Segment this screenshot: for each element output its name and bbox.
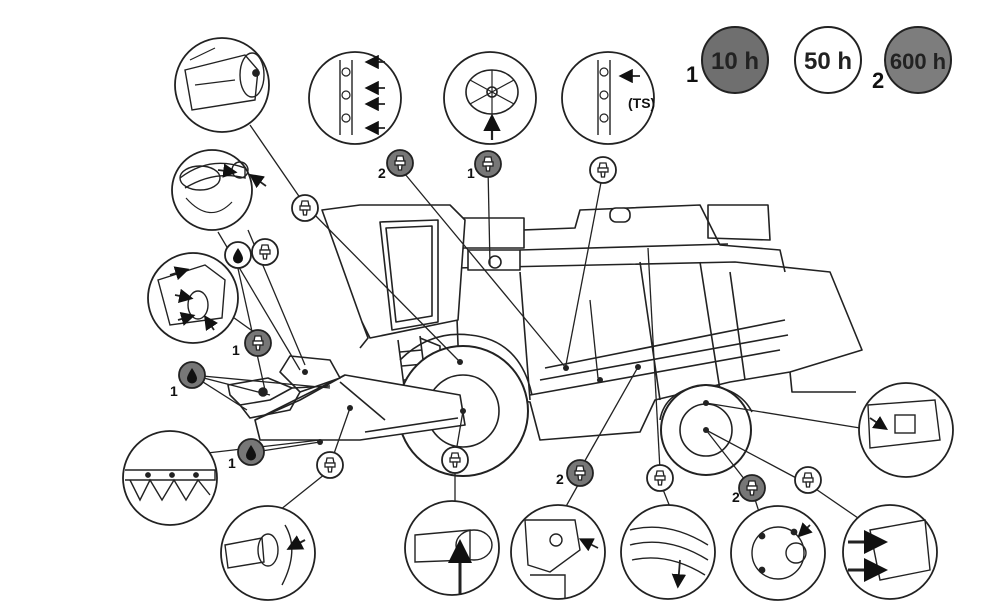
legend-marker-1: 1 [686, 62, 698, 87]
detail-chain-1 [308, 51, 402, 145]
detail-belt [171, 149, 267, 231]
grease-point-badge [738, 474, 766, 502]
legend-600h-badge [884, 26, 952, 94]
grease-point-badge [566, 459, 594, 487]
grease-point-badge [251, 238, 279, 266]
label-1-a: 1 [467, 165, 475, 181]
grease-point-badge [244, 329, 272, 357]
labels: (TS) 2 1 1 1 1 2 2 [170, 95, 740, 505]
label-ts: (TS) [628, 95, 655, 111]
legend-marker-2: 2 [872, 68, 884, 93]
oil-point-badge [178, 361, 206, 389]
oil-point-badge [237, 438, 265, 466]
grease-point-badge [386, 149, 414, 177]
grease-point-badge [794, 466, 822, 494]
label-1-b: 1 [232, 342, 240, 358]
legend-50h-text: 50 h [804, 48, 852, 75]
lube-points [302, 359, 709, 445]
detail-callouts [122, 37, 954, 601]
detail-shaft [220, 505, 316, 601]
detail-rear-axle [858, 382, 954, 478]
combine-harvester [227, 204, 863, 477]
legend-600h-text: 600 h [890, 49, 946, 74]
service-badges [178, 149, 822, 502]
grease-point-badge [589, 156, 617, 184]
grease-point-badge [441, 446, 469, 474]
grease-point-badge [316, 451, 344, 479]
legend-10h-text: 10 h [711, 48, 759, 75]
grease-point-badge [646, 464, 674, 492]
detail-axle-tip [404, 500, 500, 596]
detail-rotor [443, 51, 537, 145]
grease-point-badge [474, 150, 502, 178]
legend-50h-badge [794, 26, 862, 94]
grease-point-badge [291, 194, 319, 222]
legend-10h-badge [701, 26, 769, 94]
detail-spring [620, 504, 716, 600]
label-2-a: 2 [378, 165, 386, 181]
label-2-c: 2 [732, 489, 740, 505]
oil-point-badge [224, 241, 252, 269]
label-1-d: 1 [228, 455, 236, 471]
legend: 1 10 h 50 h 2 600 h [686, 26, 952, 94]
detail-hinge [510, 504, 606, 600]
detail-chain-2 [561, 51, 655, 145]
detail-knife [122, 430, 218, 526]
detail-air-filter [174, 37, 270, 133]
detail-bracket [842, 504, 938, 600]
detail-hub [730, 505, 826, 601]
label-2-b: 2 [556, 471, 564, 487]
detail-gearbox [147, 252, 239, 344]
label-1-c: 1 [170, 383, 178, 399]
